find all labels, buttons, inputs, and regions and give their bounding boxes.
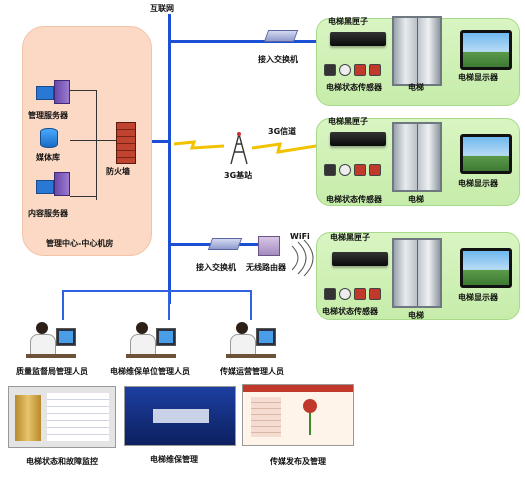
site1-blackbox-label: 电梯黑匣子 (328, 17, 368, 26)
site1-display-icon (460, 30, 512, 70)
sensor-icon (369, 64, 381, 76)
site2-sensors (324, 164, 381, 176)
site2-elevator-label: 电梯 (408, 195, 424, 204)
signal-bolt-left-icon (174, 140, 224, 150)
content-server-label: 内容服务器 (28, 209, 68, 218)
app2-label: 电梯维保管理 (150, 455, 198, 464)
sensor-icon (354, 288, 366, 300)
wireless-router-icon (258, 236, 280, 256)
users-bus (62, 290, 252, 292)
content-server-screen-icon (36, 180, 54, 194)
center-internal-link3 (70, 196, 96, 197)
wifi-label: WiFi (290, 232, 310, 241)
site1-elevator-icon (392, 16, 442, 86)
sensor-icon (354, 164, 366, 176)
site1-sensors (324, 64, 381, 76)
tower-label: 3G基站 (224, 171, 253, 180)
site3-elevator-label: 电梯 (408, 311, 424, 320)
firewall-label: 防火墙 (106, 167, 130, 176)
mgmt-server-tower-icon (54, 80, 70, 104)
user-center-drop (168, 290, 170, 320)
app1-label: 电梯状态和故障监控 (26, 457, 98, 466)
site2-blackbox-label: 电梯黑匣子 (328, 117, 368, 126)
content-server-tower-icon (54, 172, 70, 196)
sensor-icon (339, 64, 351, 76)
wifi-waves-icon (291, 240, 314, 276)
center-link (134, 140, 170, 143)
site3-blackbox-icon (332, 252, 388, 266)
switch2-label: 接入交换机 (196, 263, 236, 272)
user2-drop (250, 290, 252, 320)
user1-drop (62, 290, 64, 320)
user2-label: 电梯维保单位管理人员 (110, 367, 190, 376)
sensor-icon (369, 164, 381, 176)
site1-link (168, 40, 318, 43)
site2-display-label: 电梯显示器 (458, 179, 498, 188)
sensor-icon (369, 288, 381, 300)
site2-display-icon (460, 134, 512, 174)
site1-elevator-label: 电梯 (408, 83, 424, 92)
user1-operator-icon (26, 320, 76, 360)
center-internal-line (96, 90, 97, 200)
mgmt-server-label: 管理服务器 (28, 111, 68, 120)
center-title: 管理中心-中心机房 (46, 239, 114, 248)
switch1-label: 接入交换机 (258, 55, 298, 64)
app1-screenshot (8, 386, 116, 448)
signal-bolt-right-icon (252, 142, 316, 154)
user3-operator-icon (226, 320, 276, 360)
site2-blackbox-icon (330, 132, 386, 146)
app3-screenshot (242, 384, 354, 446)
site3-display-label: 电梯显示器 (458, 293, 498, 302)
router-label: 无线路由器 (246, 263, 286, 272)
sensor-icon (339, 164, 351, 176)
site1-display-label: 电梯显示器 (458, 73, 498, 82)
sensor-icon (324, 288, 336, 300)
app2-screenshot (124, 386, 236, 446)
database-icon (40, 128, 58, 148)
g3-channel-label: 3G信道 (268, 127, 297, 136)
site3-blackbox-label: 电梯黑匣子 (330, 233, 370, 242)
flower-icon (303, 399, 317, 413)
media-db-label: 媒体库 (36, 153, 60, 162)
access-switch-1-icon (263, 30, 299, 42)
sensor-icon (354, 64, 366, 76)
access-switch-2-icon (207, 238, 243, 250)
site2-elevator-icon (392, 122, 442, 192)
site3-display-icon (460, 248, 512, 288)
site3-elevator-icon (392, 238, 442, 308)
user3-label: 传媒运营管理人员 (220, 367, 284, 376)
site3-sensors (324, 288, 381, 300)
firewall-icon (116, 122, 136, 164)
mgmt-server-icon (36, 86, 54, 100)
center-internal-link1 (70, 90, 96, 91)
user1-label: 质量监督局管理人员 (16, 367, 88, 376)
site1-sensor-label: 电梯状态传感器 (326, 83, 382, 92)
sensor-icon (324, 64, 336, 76)
site3-sensor-label: 电梯状态传感器 (322, 307, 378, 316)
site1-blackbox-icon (330, 32, 386, 46)
app3-label: 传媒发布及管理 (270, 457, 326, 466)
internet-label: 互联网 (150, 4, 174, 13)
sensor-icon (324, 164, 336, 176)
sensor-icon (339, 288, 351, 300)
cell-tower-icon (230, 132, 248, 165)
user2-operator-icon (126, 320, 176, 360)
site2-sensor-label: 电梯状态传感器 (326, 195, 382, 204)
center-internal-link2 (70, 140, 116, 141)
backbone-line (168, 14, 171, 304)
